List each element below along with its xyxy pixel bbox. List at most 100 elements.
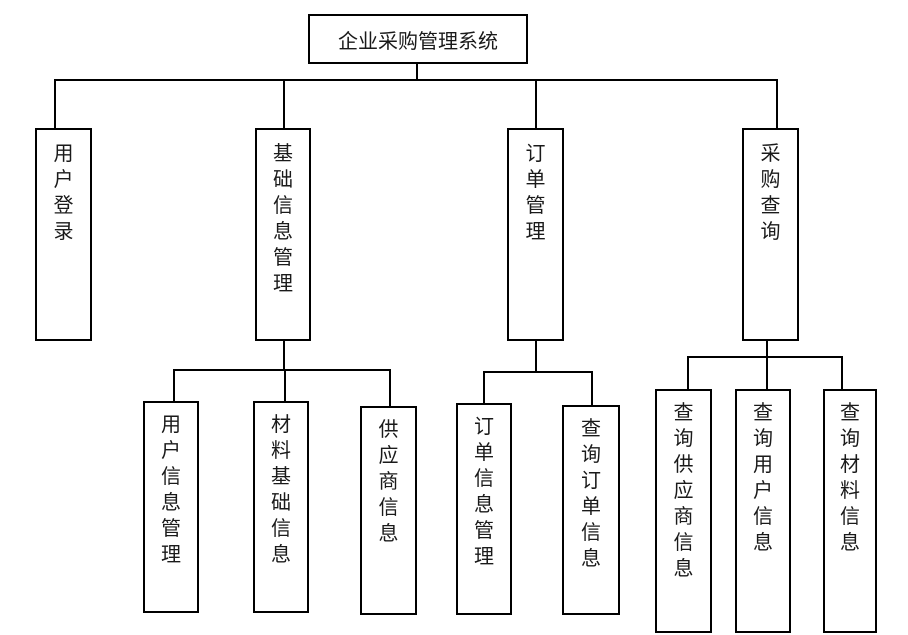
label-char: 户 (753, 478, 773, 502)
label-char: 查 (753, 400, 773, 424)
label-char: 订 (581, 468, 601, 492)
leaf-node-label: 查询供应商信息 (657, 399, 710, 581)
label-char: 信 (474, 466, 494, 490)
connector-line (283, 79, 285, 129)
module-node-purchase-query: 采购查询 (742, 128, 799, 341)
leaf-node-user-info: 用户信息管理 (143, 401, 199, 613)
connector-line (687, 356, 689, 390)
label-char: 单 (474, 440, 494, 464)
label-char: 理 (474, 544, 494, 568)
connector-line (54, 79, 778, 81)
label-char: 信 (161, 464, 181, 488)
label-char: 信 (840, 504, 860, 528)
connector-line (687, 356, 843, 358)
label-char: 查 (760, 193, 781, 217)
label-char: 查 (840, 400, 860, 424)
label-char: 息 (840, 530, 860, 554)
label-char: 信 (273, 193, 293, 217)
leaf-node-supplier-info: 供应商信息 (360, 406, 417, 615)
leaf-node-label: 订单信息管理 (458, 413, 510, 569)
connector-line (591, 371, 593, 406)
leaf-node-query-supplier: 查询供应商信息 (655, 389, 712, 633)
module-node-basic-info: 基础信息管理 (255, 128, 311, 341)
label-char: 商 (378, 469, 399, 493)
label-char: 料 (840, 478, 860, 502)
module-node-user-login: 用户登录 (35, 128, 92, 341)
label-char: 基 (273, 141, 293, 165)
label-char: 查 (581, 416, 601, 440)
leaf-node-label: 查询材料信息 (825, 399, 875, 555)
root-node-label: 企业采购管理系统 (338, 28, 498, 53)
connector-line (389, 369, 391, 407)
label-char: 息 (273, 219, 293, 243)
leaf-node-label: 材料基础信息 (255, 411, 307, 567)
label-char: 信 (378, 495, 399, 519)
module-node-label: 订单管理 (509, 140, 562, 244)
label-char: 户 (161, 438, 181, 462)
label-char: 础 (271, 490, 291, 514)
label-char: 信 (581, 520, 601, 544)
leaf-node-query-user: 查询用户信息 (735, 389, 791, 633)
label-char: 信 (271, 516, 291, 540)
label-char: 询 (840, 426, 860, 450)
connector-line (535, 79, 537, 129)
label-char: 订 (474, 414, 494, 438)
connector-line (766, 340, 768, 357)
leaf-node-query-material: 查询材料信息 (823, 389, 877, 633)
label-char: 管 (474, 518, 494, 542)
label-char: 信 (753, 504, 773, 528)
label-char: 订 (525, 141, 546, 165)
label-char: 息 (271, 542, 291, 566)
module-node-label: 用户登录 (37, 140, 90, 244)
module-node-order-mgmt: 订单管理 (507, 128, 564, 341)
label-char: 用 (161, 412, 181, 436)
label-char: 基 (271, 464, 291, 488)
connector-line (284, 369, 286, 402)
connector-line (173, 369, 391, 371)
leaf-node-label: 供应商信息 (362, 416, 415, 546)
label-char: 息 (474, 492, 494, 516)
label-char: 采 (760, 141, 781, 165)
leaf-node-material-info: 材料基础信息 (253, 401, 309, 613)
connector-line (54, 79, 56, 129)
label-char: 管 (161, 516, 181, 540)
connector-line (283, 340, 285, 370)
connector-line (841, 356, 843, 390)
module-node-label: 采购查询 (744, 140, 797, 244)
label-char: 息 (753, 530, 773, 554)
label-char: 理 (161, 542, 181, 566)
label-char: 息 (673, 556, 694, 580)
label-char: 单 (581, 494, 601, 518)
module-node-label: 基础信息管理 (257, 140, 309, 296)
label-char: 应 (378, 443, 399, 467)
label-char: 询 (753, 426, 773, 450)
label-char: 购 (760, 167, 781, 191)
root-node: 企业采购管理系统 (308, 14, 528, 64)
connector-line (776, 79, 778, 129)
label-char: 询 (673, 426, 694, 450)
connector-line (483, 371, 485, 404)
label-char: 理 (273, 271, 293, 295)
connector-line (483, 371, 593, 373)
label-char: 础 (273, 167, 293, 191)
label-char: 录 (53, 219, 74, 243)
connector-line (535, 340, 537, 372)
label-char: 管 (273, 245, 293, 269)
label-char: 询 (581, 442, 601, 466)
leaf-node-label: 用户信息管理 (145, 411, 197, 567)
label-char: 单 (525, 167, 546, 191)
label-char: 查 (673, 400, 694, 424)
connector-line (766, 356, 768, 390)
leaf-node-label: 查询订单信息 (564, 415, 618, 571)
connector-line (173, 369, 175, 402)
label-char: 用 (753, 452, 773, 476)
label-char: 供 (378, 417, 399, 441)
label-char: 材 (271, 412, 291, 436)
label-char: 息 (581, 546, 601, 570)
label-char: 应 (673, 478, 694, 502)
label-char: 料 (271, 438, 291, 462)
label-char: 询 (760, 219, 781, 243)
label-char: 息 (378, 521, 399, 545)
label-char: 理 (525, 219, 546, 243)
